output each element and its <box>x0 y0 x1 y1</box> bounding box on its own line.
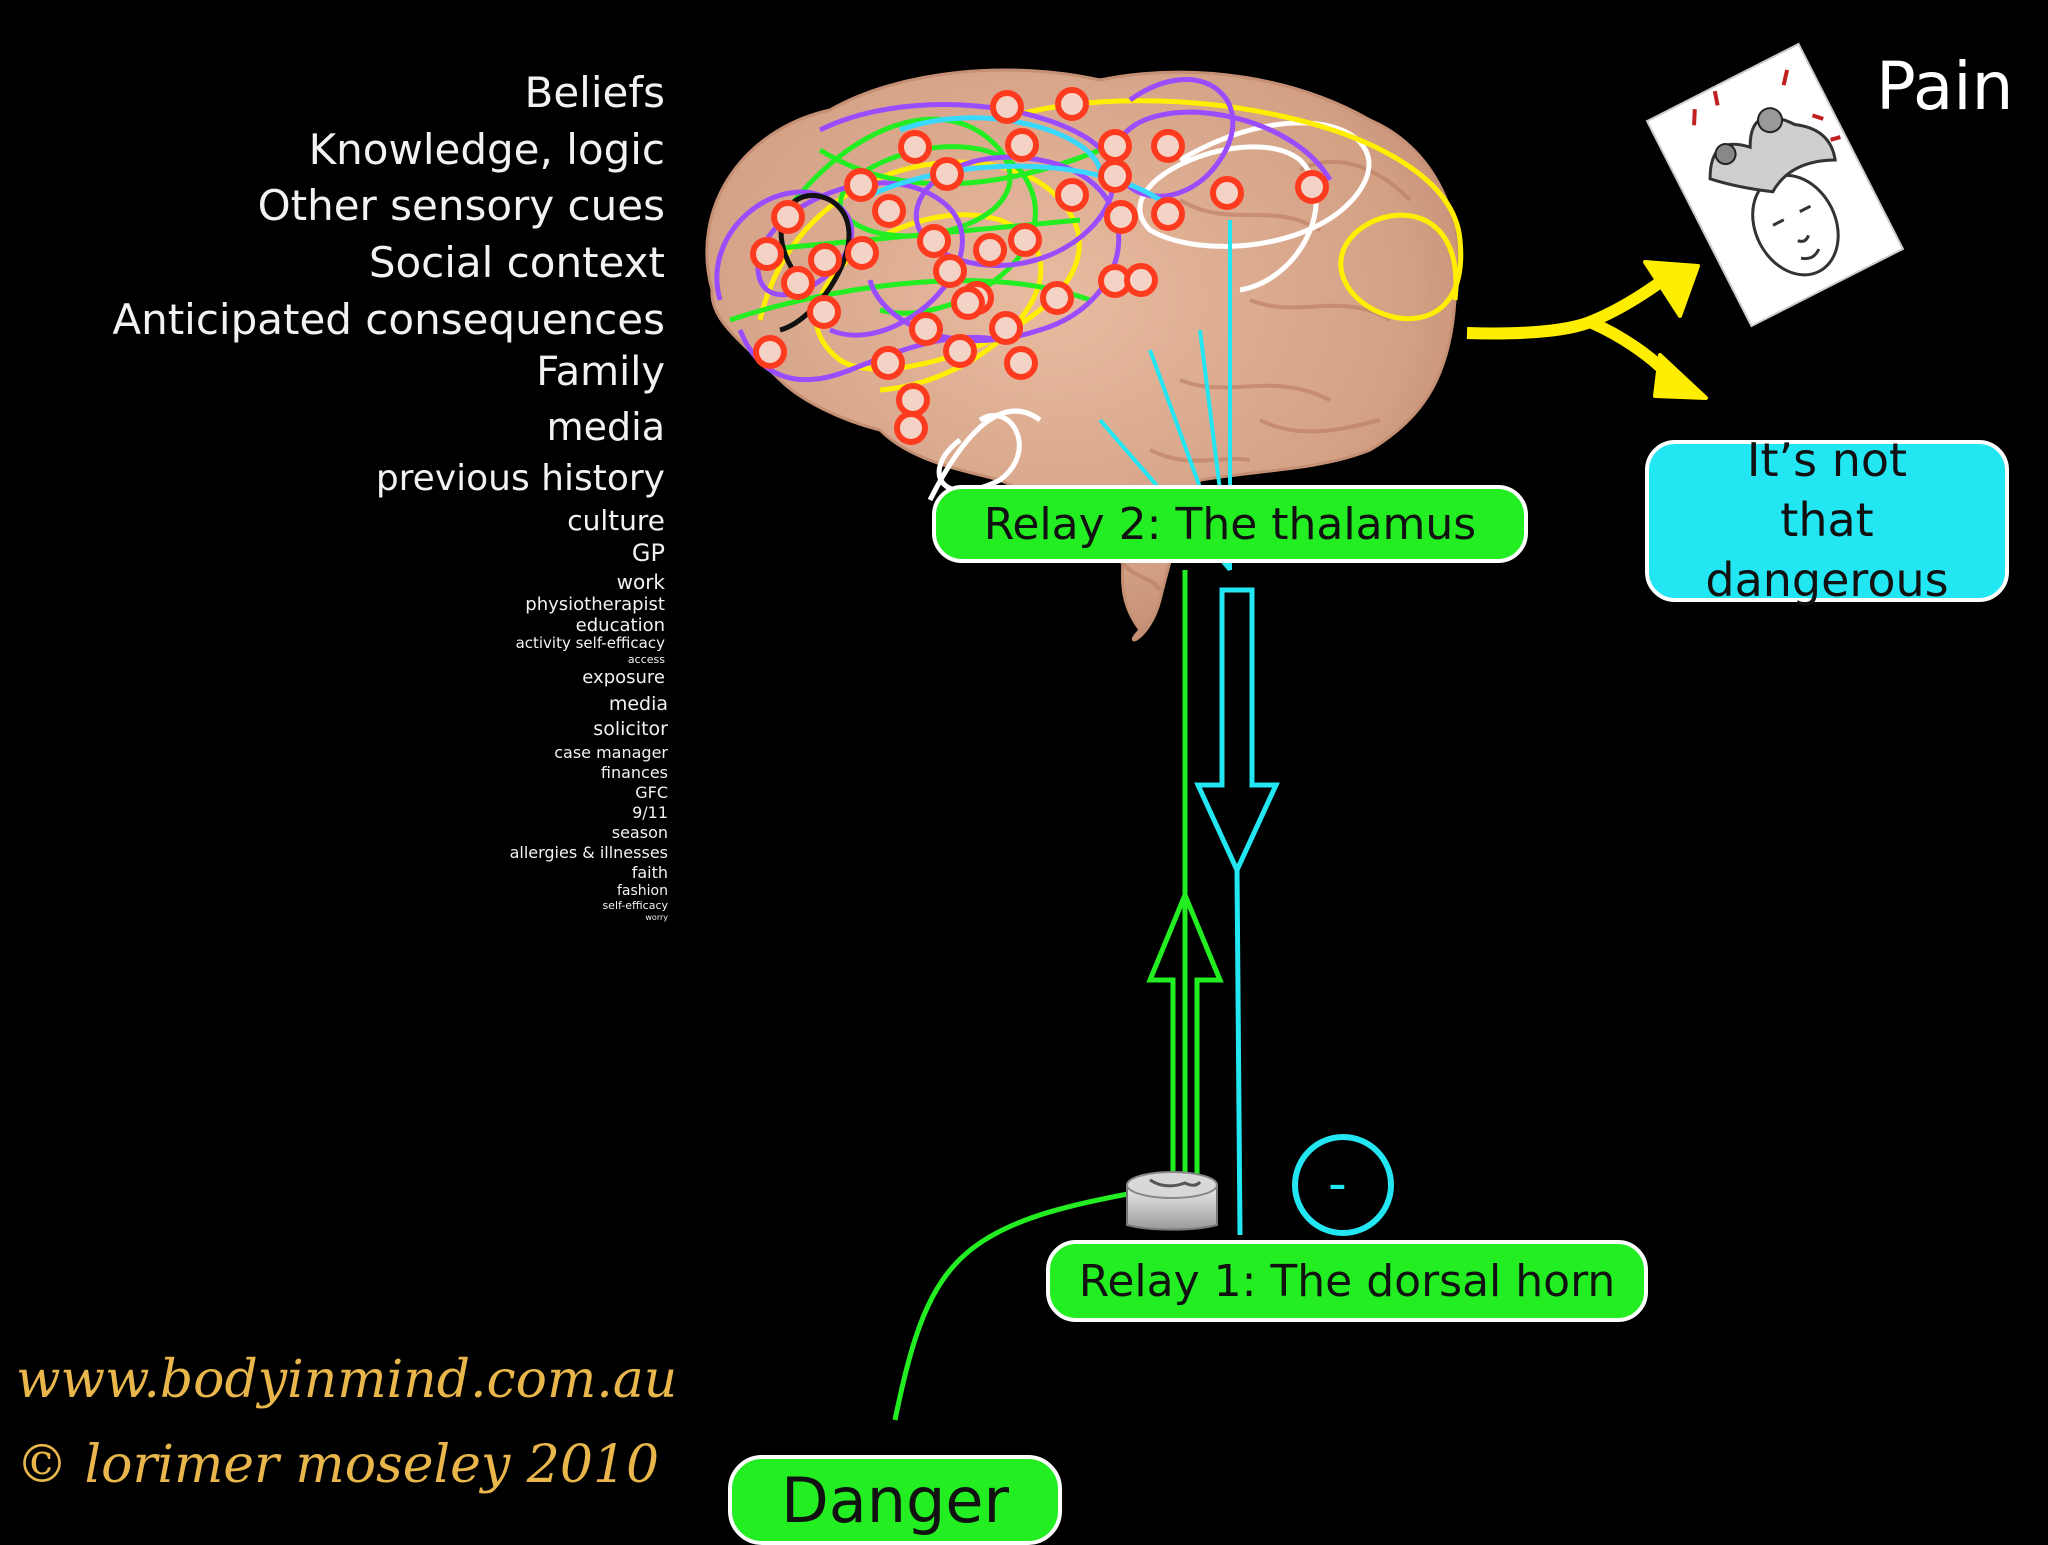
factor-item: GFC <box>635 783 668 802</box>
ascending-pathway <box>892 570 1224 1421</box>
factor-item: season <box>611 823 668 842</box>
factor-item: 9/11 <box>632 803 668 822</box>
factor-item: media <box>546 405 665 449</box>
factor-item: culture <box>567 504 665 537</box>
factor-item: Social context <box>368 238 665 287</box>
factor-item: Family <box>536 349 665 395</box>
safety-message-text: It’s not that dangerous <box>1705 433 1949 607</box>
website-credit: www.bodyinmind.com.au <box>16 1350 678 1410</box>
factor-item: Knowledge, logic <box>308 125 665 174</box>
inhibition-symbol: - <box>1328 1154 1347 1214</box>
descending-arrow-icon <box>1194 587 1280 876</box>
danger-label: Danger <box>780 1463 1010 1537</box>
factor-item: allergies & illnesses <box>509 843 668 862</box>
pain-illustration-icon <box>1645 42 1905 328</box>
factor-item: faith <box>631 863 668 882</box>
factor-item: exposure <box>582 667 665 688</box>
inhibition-circle-icon <box>1292 1134 1394 1236</box>
ascending-arrow-icon <box>1146 888 1224 1183</box>
factor-item: fashion <box>616 883 668 899</box>
factor-item: case manager <box>554 743 668 762</box>
factor-item: media <box>608 693 668 715</box>
factor-item: solicitor <box>593 718 668 740</box>
factor-item: Beliefs <box>524 68 666 117</box>
factor-item: Anticipated consequences <box>112 295 665 344</box>
brain-nodes <box>750 87 1329 445</box>
copyright-credit: © lorimer moseley 2010 <box>16 1435 660 1495</box>
output-arrows <box>1466 260 1708 400</box>
factor-item: work <box>616 570 665 594</box>
factor-item: Other sensory cues <box>257 181 665 230</box>
factor-item: education <box>575 615 665 636</box>
danger-box: Danger <box>728 1455 1062 1545</box>
pain-label: Pain <box>1876 48 2014 125</box>
relay1-dorsal-horn-box: Relay 1: The dorsal horn <box>1046 1240 1648 1322</box>
relay1-label: Relay 1: The dorsal horn <box>1078 1255 1616 1307</box>
factor-item: self-efficacy <box>602 899 668 912</box>
factor-item: activity self-efficacy <box>515 634 665 652</box>
spinal-cord-disc-icon <box>1126 1171 1218 1231</box>
safety-message-box: It’s not that dangerous <box>1645 433 2009 607</box>
factor-item: access <box>627 653 665 666</box>
factor-item: GP <box>631 539 665 567</box>
factor-item: previous history <box>375 458 665 499</box>
relay2-thalamus-box: Relay 2: The thalamus <box>932 485 1528 563</box>
factor-item: physiotherapist <box>525 594 665 615</box>
factor-item: finances <box>600 763 668 782</box>
factor-item: worry <box>645 913 668 922</box>
relay2-label: Relay 2: The thalamus <box>983 498 1477 550</box>
